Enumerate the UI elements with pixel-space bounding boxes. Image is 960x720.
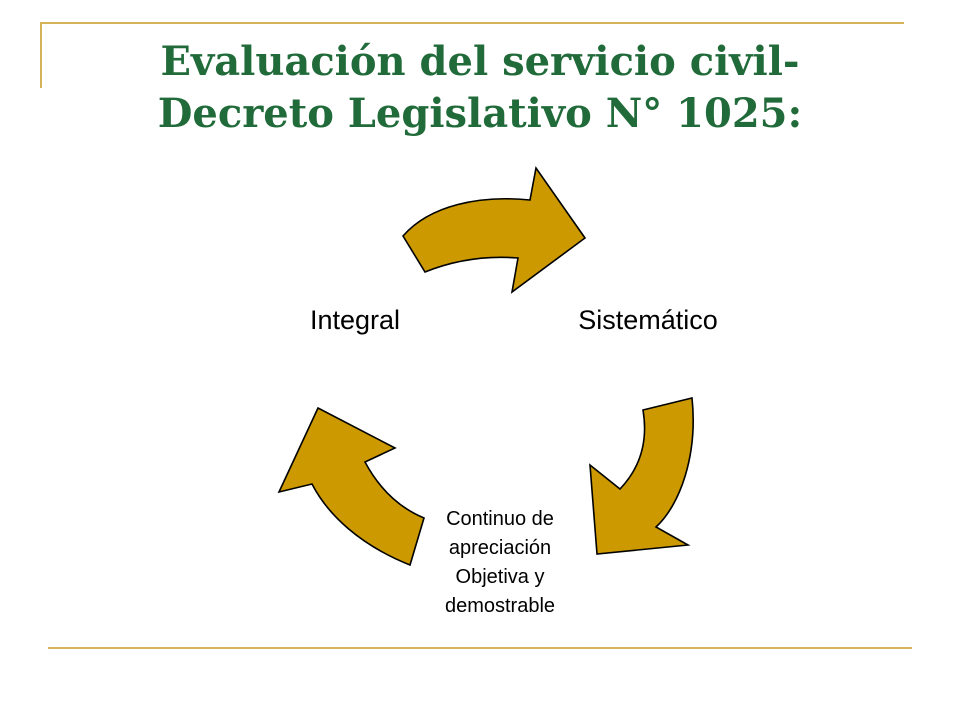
node-label-continuo-line-1: Continuo de	[446, 508, 554, 530]
top-decoration-line	[40, 22, 904, 24]
cycle-arrow-continuo-to-integral	[277, 406, 425, 567]
node-label-continuo-line-4: demostrable	[444, 595, 556, 617]
node-label-integral: Integral	[309, 305, 401, 335]
node-label-continuo-line-3: Objetiva y	[455, 566, 545, 588]
node-label-sistematico: Sistemático	[578, 305, 718, 335]
title-line-2: Decreto Legislativo N° 1025:	[157, 90, 803, 137]
left-decoration-line	[40, 22, 42, 88]
slide-title: Evaluación del servicio civil- Decreto L…	[90, 36, 870, 140]
node-label-continuo: Continuo de apreciación Objetiva y demos…	[400, 505, 600, 621]
node-label-continuo-line-2: apreciación	[448, 537, 552, 559]
title-line-1: Evaluación del servicio civil-	[160, 38, 800, 85]
bottom-decoration-line	[48, 647, 912, 649]
cycle-arrow-sistematico-to-continuo	[589, 397, 694, 555]
cycle-arrow-integral-to-sistematico	[402, 165, 587, 294]
